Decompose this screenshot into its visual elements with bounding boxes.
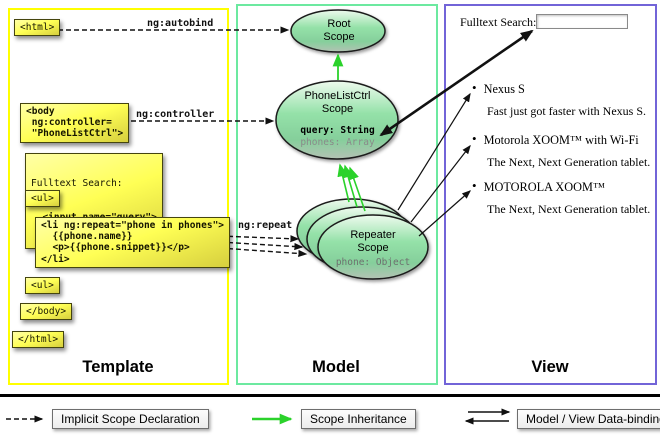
repeater-prop-phone: phone: Object (335, 257, 411, 268)
code-box-li-repeat: <li ng:repeat="phone in phones"> {{phone… (35, 217, 231, 268)
legend-implicit-scope-label: Implicit Scope Declaration (52, 409, 209, 429)
fulltext-search-input[interactable] (536, 14, 628, 29)
bullet-icon: • (472, 80, 477, 95)
legend-data-binding-label: Model / View Data-binding (517, 409, 660, 429)
phonelistctrl-prop-query: query: String (300, 125, 375, 136)
bullet-icon: • (472, 131, 477, 146)
view-item-desc: The Next, Next Generation tablet. (487, 202, 651, 216)
code-box-html-close: </html> (12, 331, 65, 349)
view-item-title: •MOTOROLA XOOM™ (472, 178, 606, 194)
template-column-label: Template (82, 358, 154, 376)
view-item-title: •Motorola XOOM™ with Wi-Fi (472, 131, 639, 147)
code-box-ul-open: <ul> (25, 190, 60, 208)
controller-label: ng:controller (136, 109, 215, 120)
phonelistctrl-prop-phones: phones: Array (300, 137, 375, 148)
bullet-icon: • (472, 178, 477, 193)
view-item-desc: The Next, Next Generation tablet. (487, 155, 651, 169)
view-fulltext-label: Fulltext Search: (460, 15, 537, 29)
view-item-desc: Fast just got faster with Nexus S. (487, 104, 646, 118)
repeat-label: ng:repeat (238, 220, 293, 231)
repeater-scope-title: Repeater Scope (350, 229, 396, 254)
code-box-body-open: <body ng:controller= "PhoneListCtrl"> (20, 103, 130, 143)
view-column-label: View (531, 358, 569, 376)
legend-scope-inheritance-label: Scope Inheritance (301, 409, 416, 429)
legend-separator (0, 394, 660, 397)
code-box-html-open: <html> (14, 19, 61, 37)
root-scope-title: Root Scope (323, 18, 355, 43)
autobind-label: ng:autobind (147, 18, 214, 29)
view-item-title: •Nexus S (472, 80, 525, 96)
phonelistctrl-scope-title: PhoneListCtrl Scope (304, 90, 371, 115)
code-box-ul-close: <ul> (25, 277, 60, 295)
code-box-body-close: </body> (20, 303, 73, 321)
code-fulltext-label: Fulltext Search: (31, 178, 123, 190)
model-column (236, 4, 438, 385)
model-column-label: Model (312, 358, 360, 376)
